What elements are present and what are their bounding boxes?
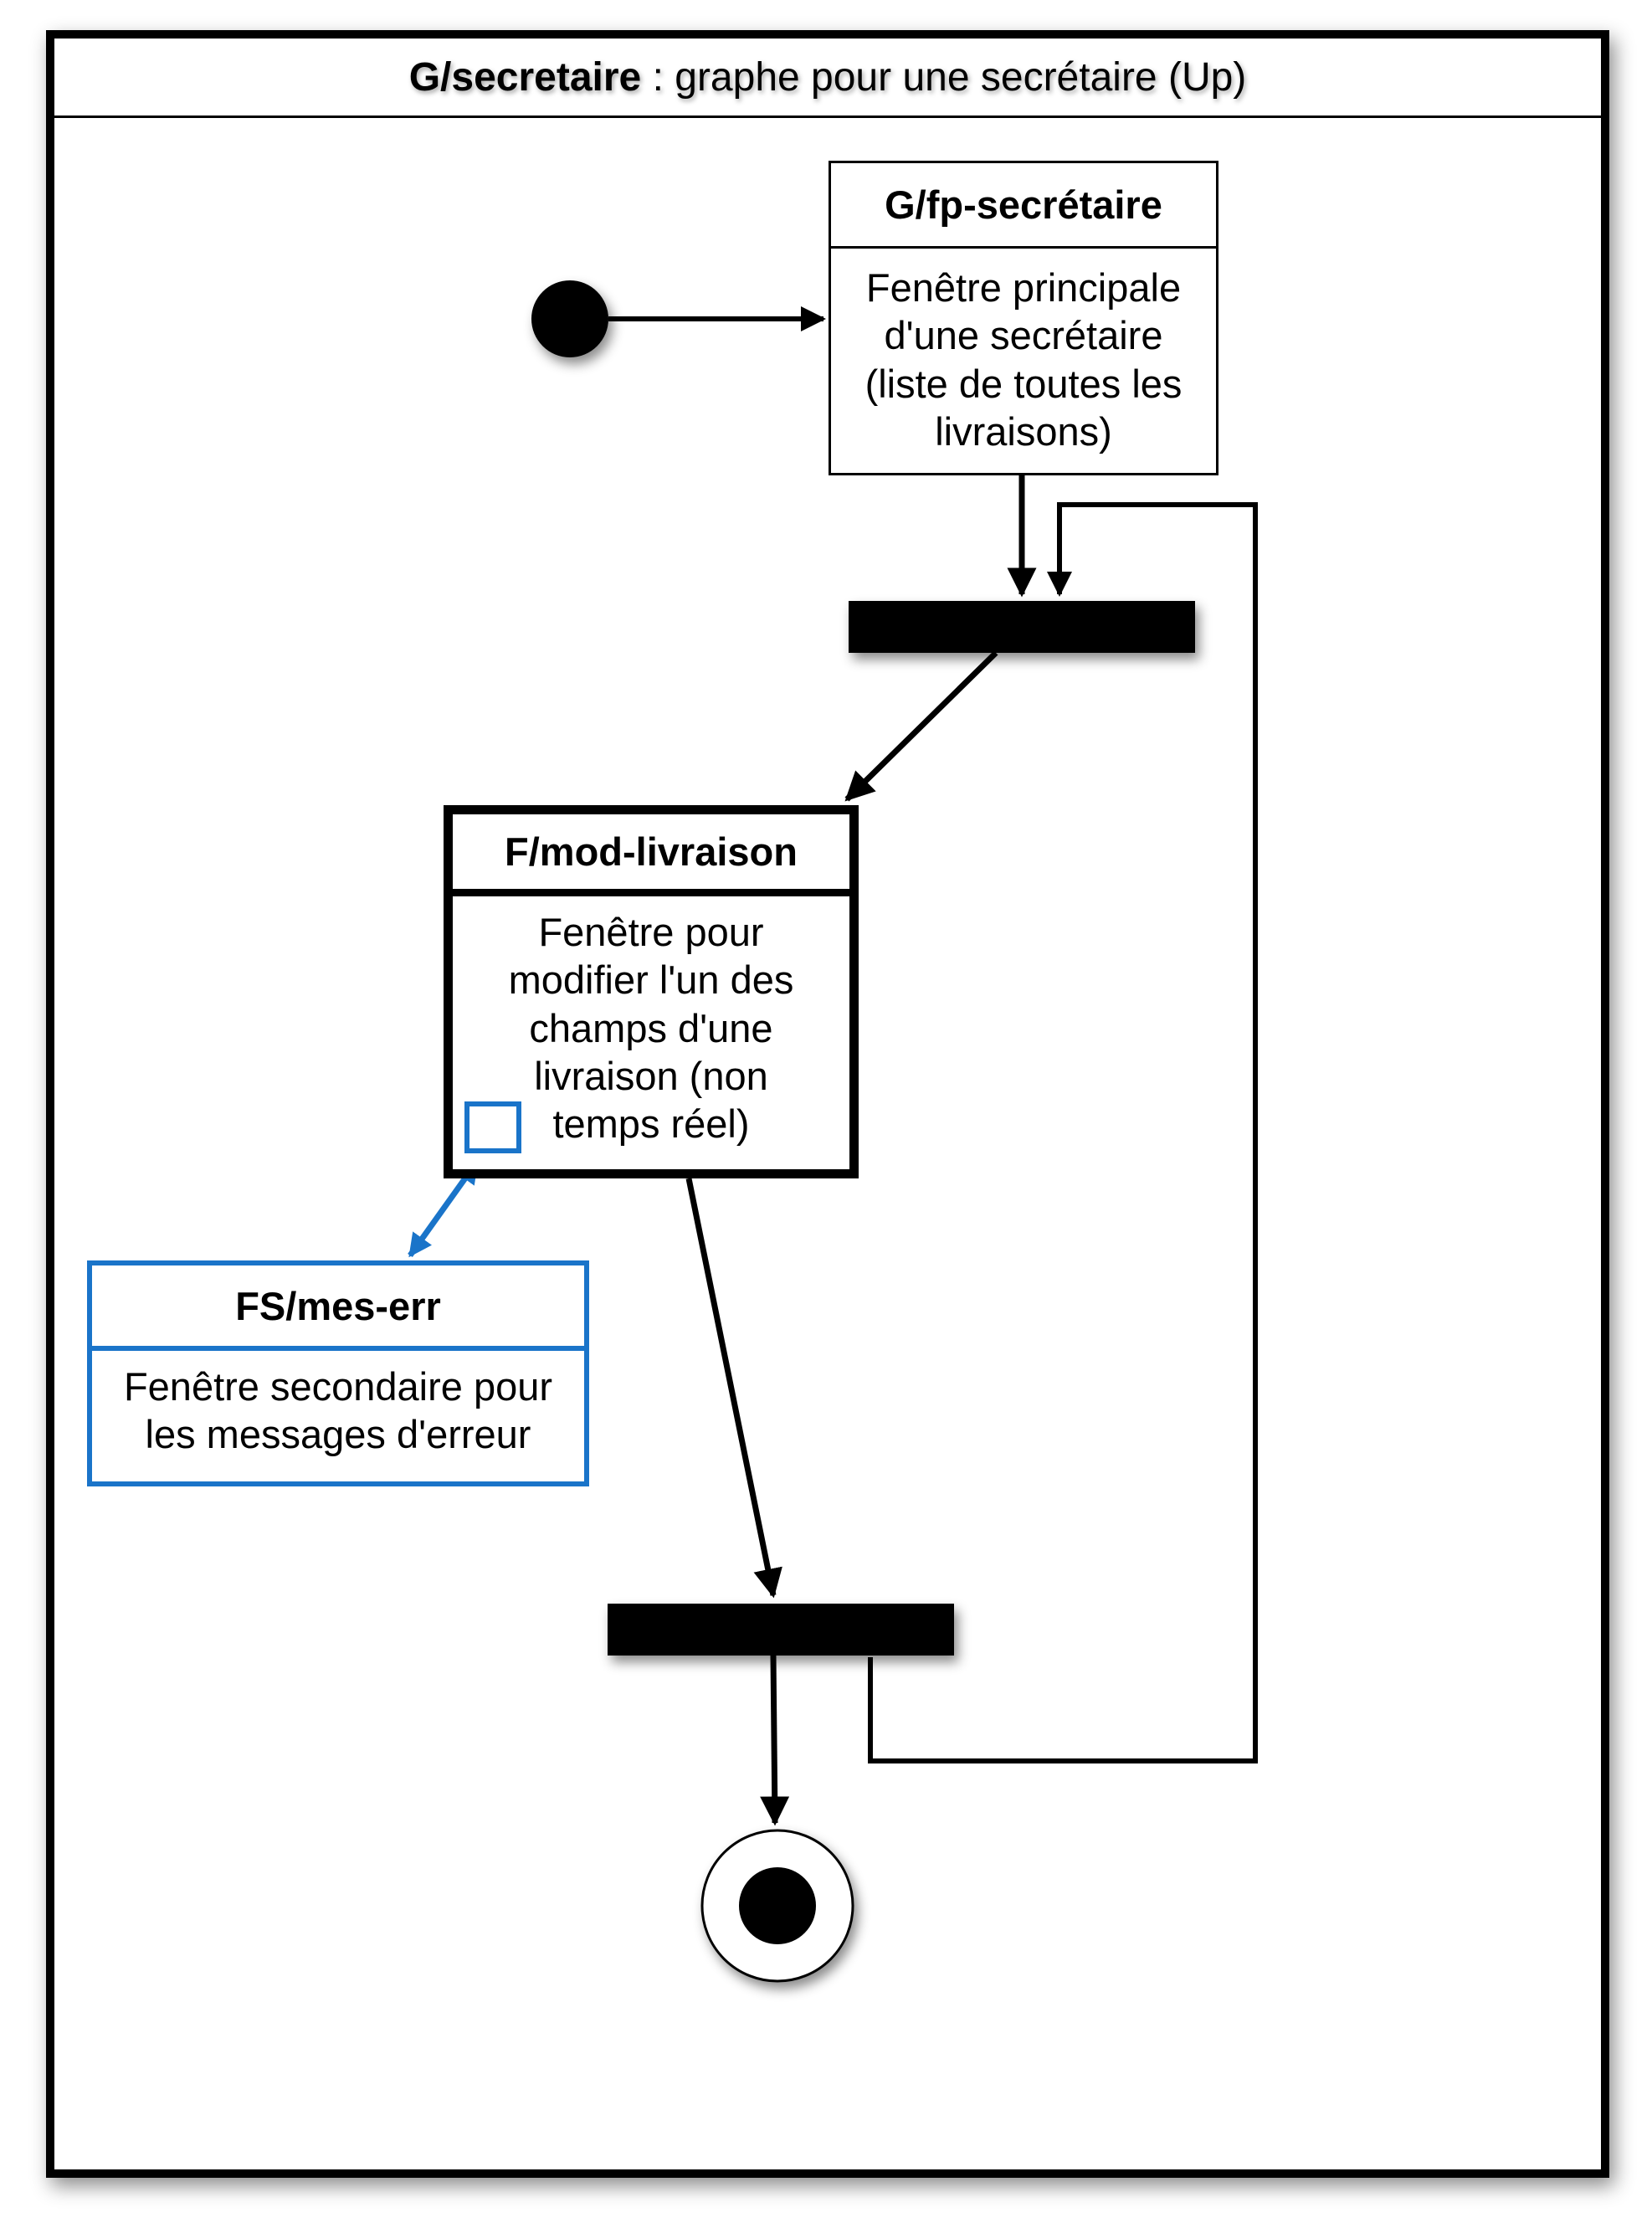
frame-title-description: : graphe pour une secrétaire (Up) [641, 54, 1247, 100]
main-window-line: (liste de toutes les [864, 361, 1183, 406]
edge-mod-to-bar2 [685, 1178, 782, 1599]
mod-window-description: Fenêtre pour modifier l'un des champs d'… [453, 896, 849, 1148]
edge-bar1-to-mod [844, 650, 998, 802]
main-window-title: G/fp-secrétaire [831, 163, 1216, 249]
main-window-description: Fenêtre principale d'une secrétaire (lis… [831, 249, 1216, 455]
secondary-window-port [464, 1101, 521, 1153]
mod-window-title: F/mod-livraison [453, 814, 849, 896]
frame-title: G/secretaire : graphe pour une secrétair… [54, 39, 1601, 118]
error-window-line: les messages d'erreur [145, 1412, 531, 1457]
sync-bar-top [849, 601, 1195, 653]
edge-loop-back [868, 502, 1258, 1763]
mod-window-line: Fenêtre pour [538, 910, 764, 954]
main-window-node: G/fp-secrétaire Fenêtre principale d'une… [829, 161, 1218, 475]
final-node-core [739, 1867, 816, 1944]
main-window-line: Fenêtre principale [865, 265, 1182, 310]
mod-window-line: temps réel) [552, 1101, 750, 1147]
mod-window-line: modifier l'un des [508, 957, 794, 1003]
mod-window-line: livraison (non [534, 1053, 768, 1098]
error-window-description: Fenêtre secondaire pour les messages d'e… [92, 1351, 584, 1459]
sync-bar-bottom [608, 1604, 954, 1656]
error-window-title: FS/mes-err [92, 1265, 584, 1351]
mod-window-line: champs d'une [529, 1005, 773, 1050]
main-window-line: livraisons) [935, 408, 1112, 454]
initial-node [531, 280, 608, 357]
frame-title-name: G/secretaire [408, 54, 642, 100]
edge-bar2-to-end [760, 1655, 790, 1826]
error-window-node: FS/mes-err Fenêtre secondaire pour les m… [87, 1260, 589, 1486]
main-window-line: d'une secrétaire [884, 313, 1163, 358]
error-window-line: Fenêtre secondaire pour [123, 1364, 553, 1409]
